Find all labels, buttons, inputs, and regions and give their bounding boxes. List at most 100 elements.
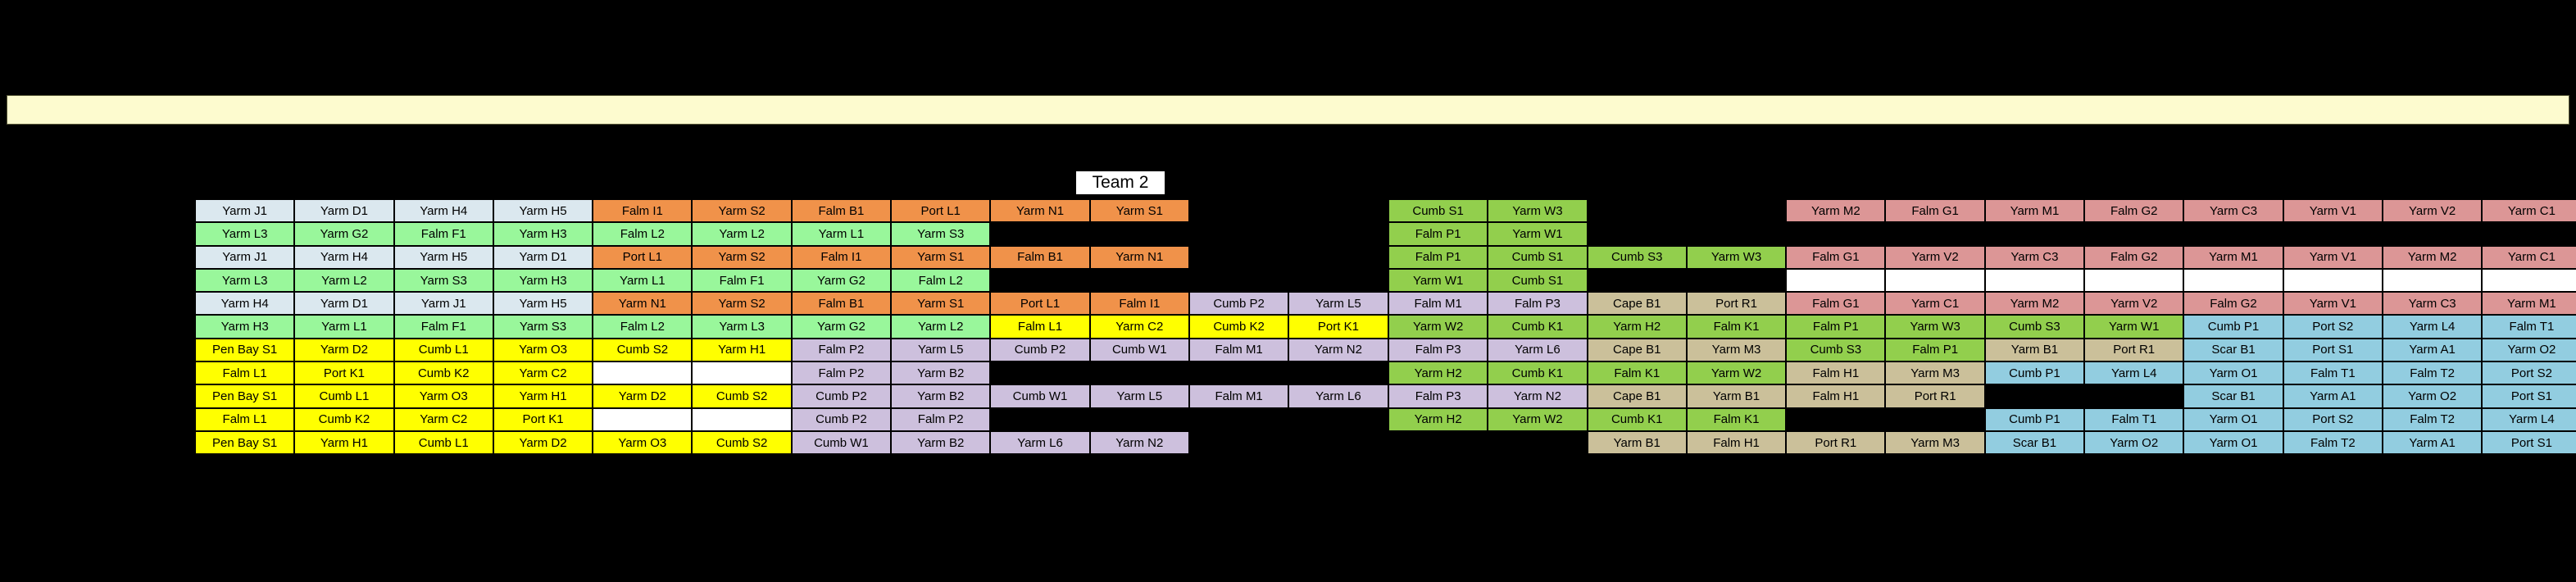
left-cell[interactable]: Yarm L2 [294,268,394,293]
right-cell[interactable]: Falm G1 [1885,199,1985,223]
left-cell[interactable]: Falm M1 [1188,384,1289,408]
left-cell[interactable]: Falm B1 [990,245,1090,269]
right-cell[interactable]: Yarm W2 [1686,361,1787,385]
left-cell[interactable]: Yarm L3 [195,222,295,246]
left-cell[interactable]: Port K1 [493,407,593,431]
right-cell[interactable]: Cumb S1 [1488,268,1588,293]
left-cell[interactable]: Yarm O3 [493,338,593,362]
right-cell[interactable]: Falm P1 [1388,245,1488,269]
left-cell[interactable]: Falm P2 [891,407,991,431]
left-cell[interactable]: Cumb P2 [990,338,1090,362]
right-cell[interactable]: Port R1 [1686,292,1787,316]
left-cell[interactable]: Yarm N2 [1288,338,1388,362]
right-cell[interactable]: Yarm M3 [1885,361,1985,385]
left-cell[interactable]: Yarm H1 [692,338,792,362]
right-cell[interactable]: Falm G1 [1786,245,1886,269]
left-cell[interactable]: Yarm N1 [593,292,693,316]
right-cell[interactable]: Yarm A1 [2382,338,2483,362]
right-cell[interactable]: Yarm V2 [1885,245,1985,269]
left-cell[interactable]: Yarm D2 [294,338,394,362]
right-cell[interactable]: Yarm L4 [2382,315,2483,339]
right-cell[interactable]: Falm K1 [1587,361,1687,385]
left-cell[interactable]: Falm L2 [593,222,693,246]
left-cell[interactable]: Yarm H4 [393,199,493,223]
left-cell[interactable]: Yarm L1 [791,222,892,246]
right-cell[interactable]: Yarm O1 [2183,407,2283,431]
left-cell[interactable]: Cumb W1 [990,384,1090,408]
right-blank-cell[interactable] [2482,268,2576,293]
right-cell[interactable]: Cumb S3 [1587,245,1687,269]
left-cell[interactable]: Yarm N1 [1089,245,1189,269]
right-cell[interactable]: Falm P1 [1786,315,1886,339]
right-cell[interactable]: Yarm O1 [2183,361,2283,385]
left-cell[interactable]: Falm L2 [593,315,693,339]
left-cell[interactable]: Port K1 [294,361,394,385]
right-cell[interactable]: Yarm W1 [2084,315,2184,339]
right-cell[interactable]: Yarm H2 [1587,315,1687,339]
right-blank-cell[interactable] [2183,268,2283,293]
left-cell[interactable]: Falm L2 [891,268,991,293]
left-cell[interactable]: Yarm L2 [692,222,792,246]
right-cell[interactable]: Yarm V1 [2283,245,2383,269]
right-cell[interactable]: Yarm C3 [2382,292,2483,316]
left-cell[interactable]: Yarm G2 [791,268,892,293]
left-cell[interactable]: Cumb W1 [1089,338,1189,362]
left-cell[interactable]: Cumb P2 [791,407,892,431]
left-cell[interactable]: Yarm L3 [195,268,295,293]
right-cell[interactable]: Cumb S3 [1786,338,1886,362]
left-cell[interactable]: Yarm L1 [294,315,394,339]
left-cell[interactable]: Yarm J1 [393,292,493,316]
left-cell[interactable]: Falm I1 [593,199,693,223]
right-cell[interactable]: Port S2 [2482,361,2576,385]
right-cell[interactable]: Scar B1 [1984,430,2085,455]
right-cell[interactable]: Falm P1 [1885,338,1985,362]
right-cell[interactable]: Cumb K1 [1587,407,1687,431]
left-cell[interactable]: Pen Bay S1 [195,430,295,455]
right-cell[interactable]: Yarm C1 [1885,292,1985,316]
right-cell[interactable]: Yarm W2 [1488,407,1588,431]
left-cell[interactable]: Falm M1 [1188,338,1289,362]
right-cell[interactable]: Yarm W2 [1388,315,1488,339]
right-cell[interactable]: Yarm B1 [1686,384,1787,408]
left-cell[interactable]: Yarm S1 [1089,199,1189,223]
left-cell[interactable]: Yarm L5 [891,338,991,362]
left-cell[interactable]: Yarm C2 [1089,315,1189,339]
right-cell[interactable]: Falm G2 [2084,199,2184,223]
left-cell[interactable]: Yarm S1 [891,292,991,316]
left-cell[interactable]: Yarm J1 [195,199,295,223]
right-cell[interactable]: Falm T1 [2482,315,2576,339]
left-cell[interactable]: Cumb K2 [1188,315,1289,339]
right-cell[interactable]: Yarm M3 [1686,338,1787,362]
left-cell[interactable]: Port L1 [891,199,991,223]
right-cell[interactable]: Yarm C3 [2183,199,2283,223]
right-cell[interactable]: Yarm M1 [1984,199,2085,223]
right-cell[interactable]: Yarm H2 [1388,361,1488,385]
left-cell[interactable]: Yarm H3 [493,222,593,246]
left-cell[interactable]: Cumb P2 [1188,292,1289,316]
left-cell[interactable]: Pen Bay S1 [195,338,295,362]
left-cell[interactable]: Falm L1 [195,361,295,385]
left-cell[interactable]: Yarm G2 [294,222,394,246]
left-cell[interactable]: Cumb S2 [692,384,792,408]
right-cell[interactable]: Yarm V2 [2084,292,2184,316]
right-cell[interactable]: Cape B1 [1587,338,1687,362]
left-cell[interactable]: Falm F1 [393,222,493,246]
right-cell[interactable]: Cumb K1 [1488,361,1588,385]
right-cell[interactable]: Port S1 [2482,384,2576,408]
left-cell[interactable]: Falm I1 [791,245,892,269]
right-cell[interactable]: Yarm M3 [1885,430,1985,455]
right-cell[interactable]: Yarm V2 [2382,199,2483,223]
left-cell[interactable]: Falm B1 [791,292,892,316]
right-cell[interactable]: Yarm A1 [2283,384,2383,408]
right-cell[interactable]: Yarm M2 [1984,292,2085,316]
right-blank-cell[interactable] [2283,268,2383,293]
left-cell[interactable]: Yarm D1 [493,245,593,269]
left-cell[interactable]: Yarm O3 [393,384,493,408]
right-cell[interactable]: Yarm V1 [2283,292,2383,316]
left-cell[interactable]: Yarm C2 [393,407,493,431]
left-cell[interactable]: Yarm D1 [294,292,394,316]
right-cell[interactable]: Yarm O2 [2084,430,2184,455]
left-cell[interactable]: Cumb W1 [791,430,892,455]
